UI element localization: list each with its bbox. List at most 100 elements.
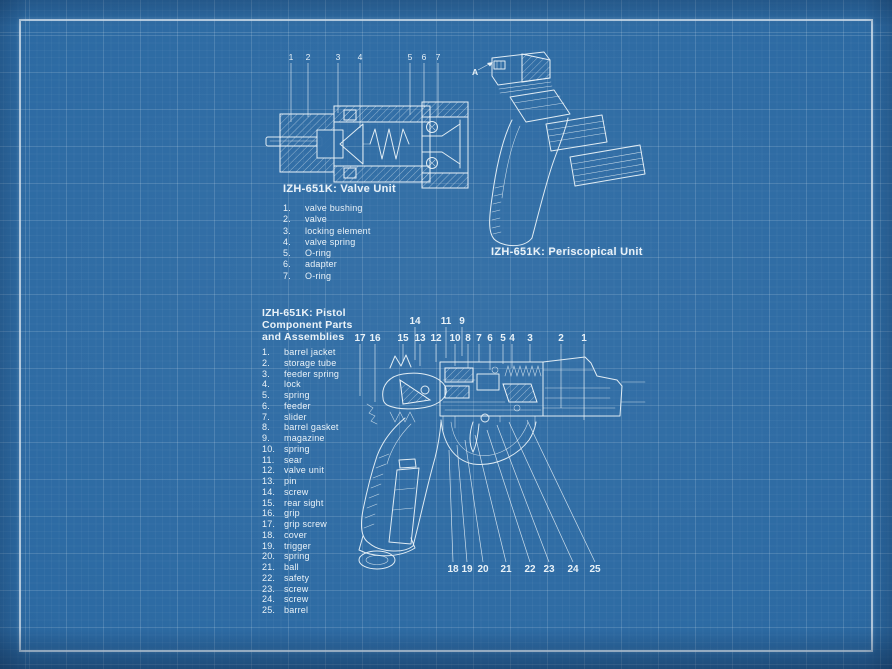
part-name: locking element: [305, 225, 371, 236]
part-number: 16.: [262, 508, 276, 519]
part-number: 15.: [262, 497, 276, 508]
pistol-part-row: 17. grip screw: [262, 519, 339, 530]
pistol-part-row: 9. magazine: [262, 433, 339, 444]
valve-part-row: 4. valve spring: [283, 237, 371, 248]
pistol-callout-numbers-bottom: 18 19 20 21 22 23 24 25: [447, 564, 601, 575]
part-name: cover: [284, 529, 308, 540]
callout-number: 20: [477, 564, 489, 575]
pistol-leader-lines-top: [359, 327, 585, 420]
part-number: 2.: [283, 214, 291, 225]
pistol-part-row: 7. slider: [262, 412, 339, 423]
callout-number: 1: [581, 333, 587, 344]
valve-unit-leader-lines: [290, 63, 439, 128]
part-name: spring: [284, 443, 310, 454]
pistol-part-row: 2. storage tube: [262, 358, 339, 369]
callout-number: 21: [500, 564, 512, 575]
part-name: barrel: [284, 605, 309, 615]
valve-unit-callout-numbers: 1 2 3 4 5 6 7: [289, 52, 441, 62]
part-number: 7.: [262, 411, 270, 422]
callout-number: 6: [422, 52, 427, 62]
view-a-arrow-icon: [477, 62, 493, 71]
callout-number: 12: [430, 333, 442, 344]
part-number: 10.: [262, 443, 276, 454]
part-name: screw: [284, 594, 309, 605]
valve-unit-drawing: 1 2 3 4 5 6 7: [265, 52, 469, 189]
valve-part-row: 3. locking element: [283, 226, 371, 237]
callout-number: 3: [527, 333, 533, 344]
part-name: O-ring: [305, 270, 332, 281]
part-name: lock: [284, 379, 301, 390]
pistol-part-row: 16. grip: [262, 508, 339, 519]
part-name: slider: [284, 411, 307, 422]
pistol-leader-lines-bottom: [448, 419, 596, 563]
pistol-title-line: Component Parts: [262, 319, 353, 331]
callout-number: 14: [409, 316, 421, 327]
callout-number: 15: [397, 333, 409, 344]
pistol-part-row: 4. lock: [262, 379, 339, 390]
callout-number: 6: [487, 333, 493, 344]
part-name: pin: [284, 476, 297, 486]
pistol-title-line: IZH-651K: Pistol: [262, 307, 346, 319]
part-number: 12.: [262, 465, 276, 476]
valve-part-row: 5. O-ring: [283, 248, 371, 259]
pistol-part-row: 19. trigger: [262, 541, 339, 552]
valve-unit-title: IZH-651K: Valve Unit: [283, 183, 396, 195]
part-number: 24.: [262, 594, 276, 605]
callout-number: 4: [509, 333, 515, 344]
part-number: 4.: [283, 236, 291, 247]
valve-part-row: 2. valve: [283, 214, 371, 225]
part-number: 25.: [262, 605, 276, 615]
part-number: 19.: [262, 540, 276, 551]
valve-unit-parts-list: 1. valve bushing 2. valve 3. locking ele…: [283, 203, 371, 282]
part-name: valve bushing: [305, 203, 363, 213]
part-number: 3.: [283, 225, 291, 236]
callout-number: 5: [408, 52, 413, 62]
callout-number: 16: [369, 333, 381, 344]
callout-number: 24: [567, 564, 579, 575]
part-number: 9.: [262, 433, 270, 443]
callout-number: 19: [461, 564, 473, 575]
part-number: 5.: [283, 248, 291, 259]
pistol-part-row: 24. screw: [262, 594, 339, 605]
part-number: 6.: [262, 400, 270, 411]
part-name: storage tube: [284, 357, 337, 368]
callout-number: 8: [465, 333, 471, 344]
part-number: 8.: [262, 422, 270, 433]
pistol-part-row: 23. screw: [262, 584, 339, 595]
callout-number: 4: [358, 52, 363, 62]
pistol-parts-list: 1. barrel jacket 2. storage tube 3. feed…: [262, 347, 339, 616]
pistol-part-row: 12. valve unit: [262, 465, 339, 476]
part-number: 11.: [262, 454, 275, 465]
part-number: 6.: [283, 259, 291, 270]
pistol-part-row: 13. pin: [262, 476, 339, 487]
periscopical-unit-title: IZH-651K: Periscopical Unit: [491, 246, 643, 258]
periscopical-unit-drawing: A: [472, 51, 646, 247]
pistol-cross-section: [358, 354, 646, 570]
pistol-part-row: 25. barrel: [262, 605, 339, 616]
part-number: 1.: [283, 203, 291, 213]
periscope-top-assembly: [491, 51, 571, 123]
callout-number: 1: [289, 52, 294, 62]
pistol-part-row: 5. spring: [262, 390, 339, 401]
part-name: rear sight: [284, 497, 324, 508]
part-name: magazine: [284, 433, 325, 443]
part-number: 17.: [262, 519, 276, 529]
part-name: spring: [284, 390, 310, 400]
pistol-part-row: 22. safety: [262, 573, 339, 584]
part-number: 3.: [262, 368, 270, 379]
part-name: trigger: [284, 540, 311, 551]
callout-number: 22: [524, 564, 536, 575]
callout-number: 17: [354, 333, 366, 344]
callout-number: 2: [306, 52, 311, 62]
part-name: valve: [305, 214, 328, 225]
valve-part-row: 6. adapter: [283, 259, 371, 270]
part-number: 23.: [262, 583, 276, 594]
pistol-part-row: 1. barrel jacket: [262, 347, 339, 358]
pistol-part-row: 10. spring: [262, 444, 339, 455]
callout-number: 25: [589, 564, 601, 575]
pistol-part-row: 14. screw: [262, 487, 339, 498]
part-name: safety: [284, 572, 310, 583]
pistol-part-row: 3. feeder spring: [262, 369, 339, 380]
callout-number: 11: [441, 316, 452, 327]
